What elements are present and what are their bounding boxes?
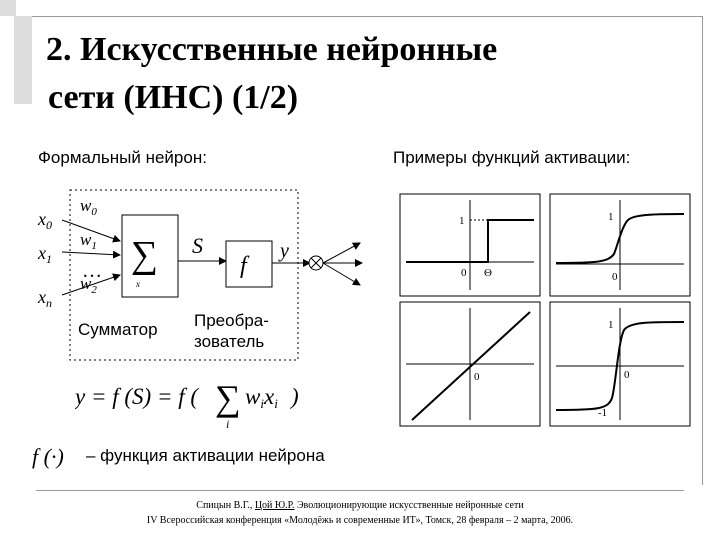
footer-authors: Спицын В.Г., Цой Ю.Р. Эволюционирующие и… — [40, 500, 680, 511]
weight-dots: … — [82, 260, 102, 282]
footer-author-2: Цой Ю.Р. — [254, 500, 295, 511]
slide-frame — [32, 16, 703, 485]
plot-tanh-one: 1 — [608, 319, 614, 331]
plot-tanh-zero: 0 — [624, 369, 630, 381]
right-heading: Примеры функций активации: — [393, 148, 631, 167]
input-arrow-0 — [61, 219, 121, 243]
s-label: S — [192, 233, 203, 258]
plot-tanh-minus-one: -1 — [598, 407, 607, 419]
plot-tanh-curve — [555, 321, 685, 411]
formula-lhs: y = f (S) = f ( — [75, 384, 199, 409]
plot-tanh: 1 0 -1 — [549, 301, 691, 427]
plot-sigmoid-curve — [555, 213, 685, 264]
activation-plots: 1 0 Θ 1 0 0 1 0 -1 — [399, 193, 691, 427]
y-label: y — [278, 240, 289, 262]
plot-linear-zero: 0 — [474, 371, 480, 383]
weight-w0: w0 — [80, 196, 97, 218]
left-heading: Формальный нейрон: — [38, 148, 207, 167]
sum-symbol: ∑ — [131, 234, 158, 276]
plot-linear: 0 — [399, 301, 541, 427]
plot-step-zero: 0 — [461, 267, 467, 279]
slide-title: 2. Искусственные нейронные сети (ИНС) (1… — [46, 26, 686, 122]
plot-linear-curve — [411, 311, 531, 421]
sum-subscript: x — [135, 279, 140, 289]
title-accent-bar — [14, 16, 32, 104]
neuron-formula: y = f (S) = f ( ∑ wixi ) i — [75, 378, 299, 431]
neuron-boundary — [69, 189, 299, 361]
transformer-label: Преобра- зователь — [194, 310, 269, 352]
footer-title: Эволюционирующие искусственные нейронные… — [294, 500, 524, 511]
footer-author-1: Спицын В.Г., — [196, 500, 253, 511]
weight-w1: w1 — [80, 230, 97, 252]
plot-sigmoid-one: 1 — [608, 211, 614, 223]
summator-label: Сумматор — [78, 320, 158, 339]
plot-sigmoid: 1 0 — [549, 193, 691, 297]
footer-conference: IV Всероссийская конференция «Молодёжь и… — [146, 515, 574, 526]
formula-close: ) — [289, 384, 299, 409]
title-line-2: сети (ИНС) (1/2) — [48, 79, 299, 116]
formula-index: i — [226, 417, 229, 431]
plot-step-curve — [406, 219, 534, 263]
formula-sum: ∑ — [215, 378, 241, 418]
weight-w2: w2 — [80, 274, 97, 296]
neuron-diagram: x0 x1 xn w0 w1 … w2 ∑ x S f y — [37, 189, 363, 361]
output-node-cross-b — [310, 257, 322, 269]
input-arrow-n — [61, 273, 121, 296]
corner-decoration — [0, 0, 16, 16]
activation-description: – функция активации нейрона — [86, 446, 325, 465]
f-label: f — [240, 253, 250, 279]
plot-step: 1 0 Θ — [399, 193, 541, 297]
transformer-label-line1: Преобра- — [194, 311, 269, 330]
f-dot-symbol: f (·) — [32, 444, 64, 469]
input-x0: x0 — [37, 209, 52, 232]
activation-symbol: f (·) — [32, 444, 64, 469]
title-line-1: 2. Искусственные нейронные — [46, 31, 498, 68]
input-xn: xn — [37, 287, 52, 310]
output-branch-1 — [322, 242, 361, 264]
formula-terms: wixi — [245, 384, 278, 411]
output-branch-3 — [322, 262, 361, 286]
transformer-box — [225, 240, 273, 288]
plot-sigmoid-zero: 0 — [612, 271, 618, 283]
transformer-label-line2: зователь — [194, 332, 265, 351]
input-arrow-1 — [61, 250, 121, 259]
plot-step-one: 1 — [459, 215, 465, 227]
summator-box — [121, 214, 179, 298]
input-x1: x1 — [37, 243, 52, 266]
plot-step-theta: Θ — [484, 267, 492, 279]
footer-divider — [36, 490, 684, 491]
